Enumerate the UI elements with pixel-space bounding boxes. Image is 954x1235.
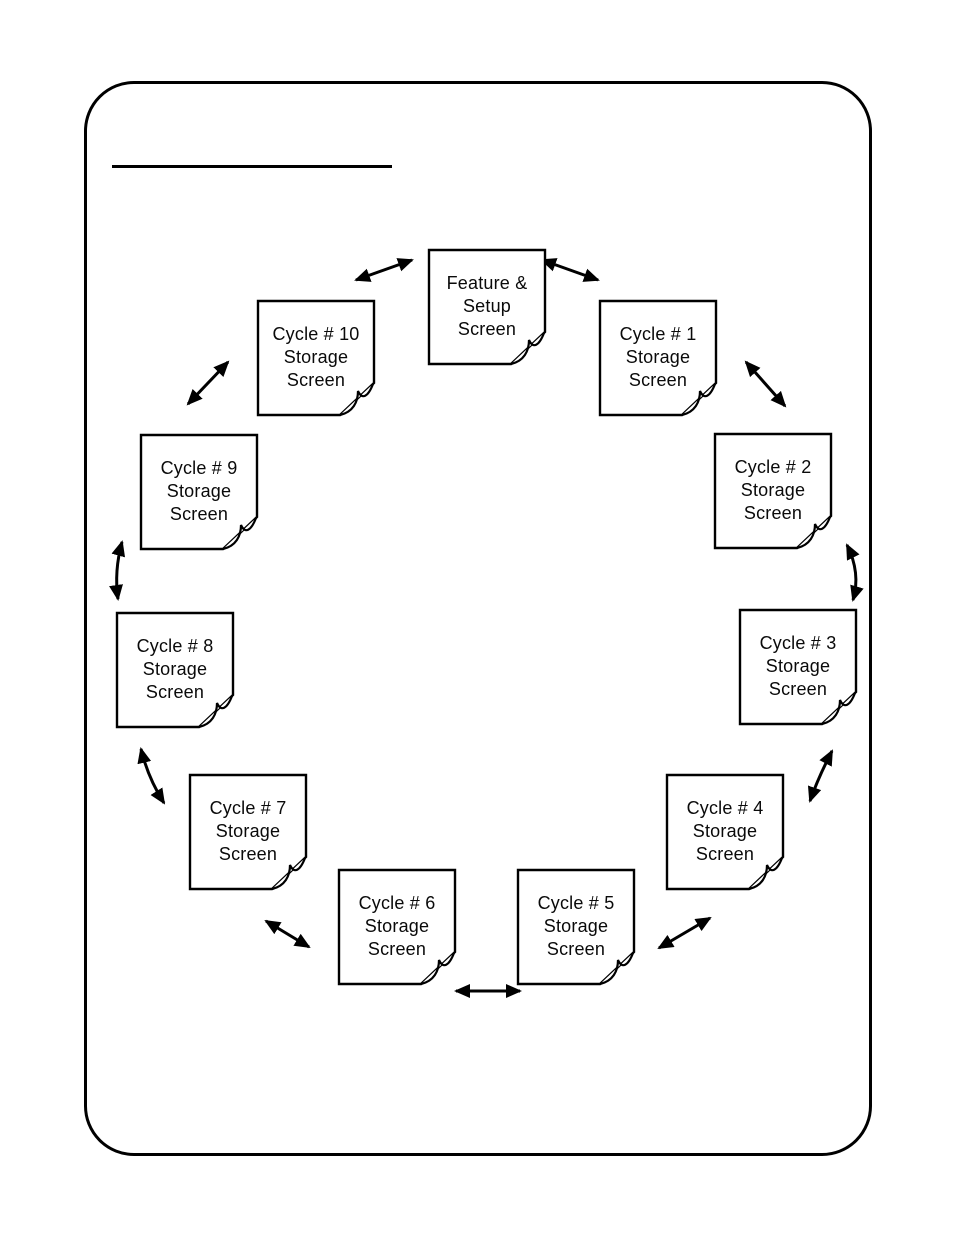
page-icon	[665, 773, 785, 891]
arrow-cycle2-cycle3	[845, 543, 864, 602]
note-line: Storage	[166, 481, 232, 501]
note-feature-setup: Feature & Setup Screen	[427, 248, 547, 366]
page-icon	[256, 299, 376, 417]
note-line: Cycle # 3	[759, 633, 837, 653]
note-line: Storage	[142, 659, 208, 679]
arrow-cycle8-cycle9	[109, 540, 126, 601]
page-icon	[188, 773, 308, 891]
note-line: Cycle # 8	[136, 636, 214, 656]
note-line: Cycle # 6	[358, 893, 436, 913]
note-line: Screen	[218, 844, 278, 864]
arrow-cycle1-cycle2	[744, 360, 787, 408]
note-line: Screen	[457, 319, 517, 339]
arrow-cycle10-feature	[354, 258, 414, 282]
note-line: Screen	[145, 682, 205, 702]
page-icon	[139, 433, 259, 551]
note-line: Storage	[283, 347, 349, 367]
page-icon	[713, 432, 833, 550]
note-line: Feature &	[446, 273, 528, 293]
note-cycle-4: Cycle # 4 Storage Screen	[665, 773, 785, 891]
note-cycle-10: Cycle # 10 Storage Screen	[256, 299, 376, 417]
note-line: Cycle # 7	[209, 798, 287, 818]
note-cycle-9: Cycle # 9 Storage Screen	[139, 433, 259, 551]
note-line: Screen	[743, 503, 803, 523]
note-line: Storage	[625, 347, 691, 367]
arrow-cycle3-cycle4	[807, 749, 834, 803]
note-line: Screen	[628, 370, 688, 390]
note-line: Screen	[546, 939, 606, 959]
arrow-cycle9-cycle10	[186, 360, 230, 406]
arrow-feature-cycle1	[540, 258, 600, 282]
note-line: Storage	[215, 821, 281, 841]
arrow-cycle4-cycle5	[657, 916, 712, 950]
note-line: Screen	[286, 370, 346, 390]
note-cycle-3: Cycle # 3 Storage Screen	[738, 608, 858, 726]
page-icon	[337, 868, 457, 986]
note-line: Storage	[692, 821, 758, 841]
note-line: Storage	[740, 480, 806, 500]
page-icon	[598, 299, 718, 417]
note-line: Cycle # 4	[686, 798, 764, 818]
note-cycle-8: Cycle # 8 Storage Screen	[115, 611, 235, 729]
note-cycle-7: Cycle # 7 Storage Screen	[188, 773, 308, 891]
note-cycle-6: Cycle # 6 Storage Screen	[337, 868, 457, 986]
note-line: Cycle # 1	[619, 324, 697, 344]
note-line: Cycle # 5	[537, 893, 615, 913]
note-line: Screen	[695, 844, 755, 864]
note-line: Storage	[765, 656, 831, 676]
note-line: Cycle # 10	[272, 324, 360, 344]
page-icon	[427, 248, 547, 366]
note-line: Screen	[367, 939, 427, 959]
note-line: Setup	[462, 296, 512, 316]
page-icon	[738, 608, 858, 726]
note-cycle-1: Cycle # 1 Storage Screen	[598, 299, 718, 417]
title-underline	[112, 165, 392, 168]
note-line: Storage	[543, 916, 609, 936]
note-line: Screen	[169, 504, 229, 524]
note-line: Cycle # 9	[160, 458, 238, 478]
note-line: Cycle # 2	[734, 457, 812, 477]
note-cycle-2: Cycle # 2 Storage Screen	[713, 432, 833, 550]
arrow-cycle6-cycle7	[264, 919, 311, 949]
note-line: Storage	[364, 916, 430, 936]
note-cycle-5: Cycle # 5 Storage Screen	[516, 868, 636, 986]
arrow-cycle7-cycle8	[137, 747, 166, 805]
page-icon	[516, 868, 636, 986]
page-icon	[115, 611, 235, 729]
note-line: Screen	[768, 679, 828, 699]
